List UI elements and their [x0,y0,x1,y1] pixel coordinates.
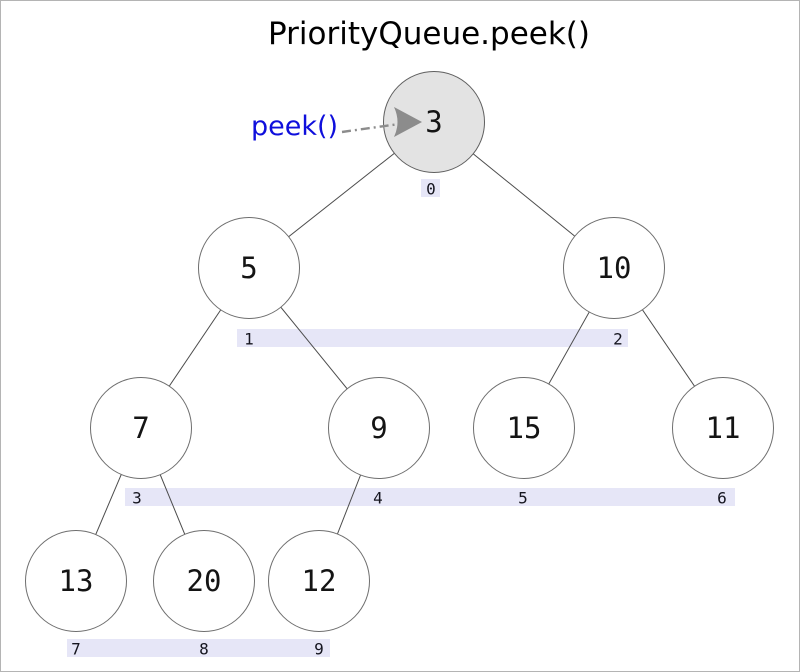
peek-annotation-label: peek() [251,111,339,142]
heap-node-8: 20 [153,530,255,632]
node-value: 20 [186,564,222,598]
index-label-7: 7 [71,639,81,659]
node-value: 7 [132,411,150,445]
heap-node-9: 12 [268,530,370,632]
index-label-6: 6 [717,488,727,508]
heap-node-7: 13 [25,530,127,632]
index-label-8: 8 [199,639,209,659]
index-band-level-3 [67,639,330,657]
node-value: 12 [301,564,337,598]
node-value: 5 [240,251,258,285]
index-label-3: 3 [132,488,142,508]
index-label-9: 9 [314,639,324,659]
peek-arrow-line [341,122,400,134]
index-band-level-0 [421,179,440,197]
index-band-level-1 [237,329,628,347]
heap-node-5: 15 [473,377,575,479]
heap-node-2: 10 [563,217,665,319]
heap-node-1: 5 [198,217,300,319]
index-label-4: 4 [373,488,383,508]
heap-node-4: 9 [328,377,430,479]
figure-title: PriorityQueue.peek() [268,16,590,52]
index-label-0: 0 [426,179,436,199]
index-label-2: 2 [613,329,623,349]
index-band-level-2 [125,488,735,506]
heap-node-3: 7 [90,377,192,479]
node-value: 13 [58,564,94,598]
node-value: 9 [370,411,388,445]
heap-node-0: 3 [383,71,485,173]
heap-node-6: 11 [672,377,774,479]
node-value: 15 [506,411,542,445]
node-value: 10 [596,251,632,285]
node-value: 3 [425,105,443,139]
index-label-1: 1 [244,329,254,349]
index-label-5: 5 [518,488,528,508]
node-value: 11 [705,411,741,445]
peek-arrowhead-icon [394,107,422,137]
